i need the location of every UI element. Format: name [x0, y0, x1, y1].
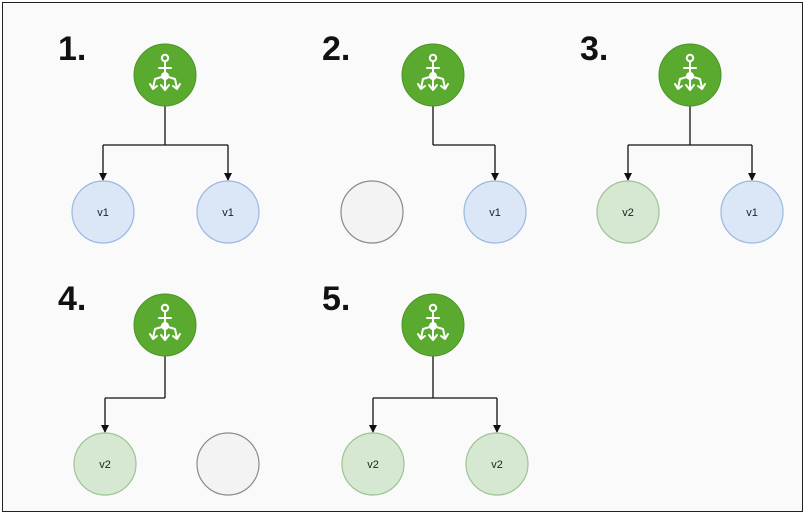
- step-group: 3. v2 v1: [580, 30, 784, 244]
- load-balancer-icon: [674, 53, 706, 91]
- lb-icon-branch-left: [420, 75, 434, 89]
- lb-icon-arrowhead-center: [160, 334, 170, 341]
- load-balancer-icon: [149, 303, 181, 341]
- lb-icon-branch-left: [677, 75, 691, 89]
- empty-pod: [340, 180, 404, 244]
- lb-icon-arrowhead-left: [149, 83, 158, 90]
- lb-icon-arrowhead-center: [428, 334, 438, 341]
- empty-pod: [196, 432, 260, 496]
- pod-v2: [596, 180, 660, 244]
- lb-icon-arrowhead-left: [674, 83, 683, 90]
- load-balancer-icon: [417, 53, 449, 91]
- pod-label: v1: [222, 207, 234, 219]
- step-group: 4. v2: [58, 280, 260, 496]
- lb-icon-arrowhead-right: [172, 83, 181, 90]
- step-number: 1.: [58, 30, 86, 68]
- lb-icon-branch-left: [152, 325, 166, 339]
- lb-icon-arrowhead-left: [417, 333, 426, 340]
- step-number: 3.: [580, 30, 608, 68]
- lb-icon-arrowhead-right: [172, 333, 181, 340]
- pod-label: v1: [97, 207, 109, 219]
- lb-icon-arrowhead-right: [697, 83, 706, 90]
- pod-v2: [73, 432, 137, 496]
- step-group: 5. v2 v2: [322, 280, 529, 496]
- lb-icon-arrowhead-right: [440, 83, 449, 90]
- pod-v2: [465, 432, 529, 496]
- lb-icon-branch-right: [432, 75, 446, 89]
- lb-icon-branch-left: [420, 325, 434, 339]
- pod-v1: [196, 180, 260, 244]
- lb-icon-branch-right: [689, 75, 703, 89]
- lb-icon-arrowhead-center: [685, 84, 695, 91]
- lb-icon-branch-right: [164, 325, 178, 339]
- lb-icon-arrowhead-center: [160, 84, 170, 91]
- step-number: 2.: [322, 30, 350, 68]
- lb-icon-arrowhead-left: [417, 83, 426, 90]
- load-balancer-icon: [149, 53, 181, 91]
- pod-v2: [341, 432, 405, 496]
- pod-label: v1: [746, 207, 758, 219]
- pod-v1: [720, 180, 784, 244]
- load-balancer-icon: [417, 303, 449, 341]
- pod-label: v2: [99, 459, 111, 471]
- lb-icon-arrowhead-left: [149, 333, 158, 340]
- step-group: 2. v1: [322, 30, 527, 244]
- pod-label: v2: [491, 459, 503, 471]
- lb-icon-branch-right: [164, 75, 178, 89]
- pod-label: v1: [489, 207, 501, 219]
- pod-label: v2: [622, 207, 634, 219]
- lb-icon-arrowhead-center: [428, 84, 438, 91]
- lb-icon-branch-left: [152, 75, 166, 89]
- step-group: 1. v1 v1: [58, 30, 260, 244]
- lb-icon-branch-right: [432, 325, 446, 339]
- step-number: 5.: [322, 280, 350, 318]
- pod-label: v2: [367, 459, 379, 471]
- pod-v1: [463, 180, 527, 244]
- step-number: 4.: [58, 280, 86, 318]
- pod-v1: [71, 180, 135, 244]
- lb-icon-arrowhead-right: [440, 333, 449, 340]
